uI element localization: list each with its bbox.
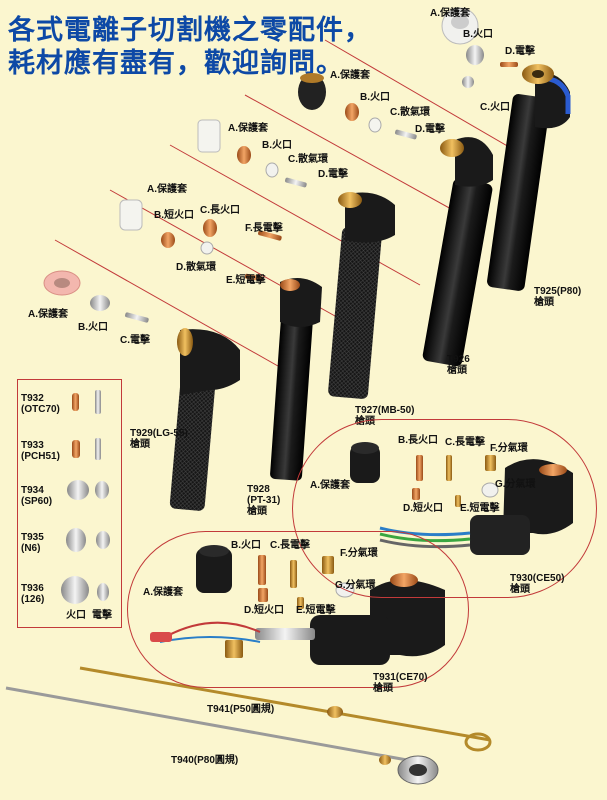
tips-artwork — [61, 390, 110, 604]
t929-part-c-label: C.電擊 — [120, 335, 150, 346]
t930-part-g-label: G.分氣環 — [495, 479, 536, 490]
t930-part-e-label: E.短電擊 — [460, 503, 500, 514]
t926-part-a-label: A.保護套 — [330, 70, 370, 81]
t926-part-d-label: D.電擊 — [415, 124, 445, 135]
t941-label: T941(P50圓規) — [207, 704, 275, 715]
headline-line-1: 各式電離子切割機之零配件， — [8, 15, 372, 46]
t928-part-a-label: A.保護套 — [147, 184, 187, 195]
tip-row-t933: T933(PCH51) — [21, 440, 60, 462]
t927-part-a-label: A.保護套 — [228, 123, 268, 134]
t931-part-c-label: C.長電擊 — [270, 540, 310, 551]
t930-model-label: T930(CE50) 槍頭 — [510, 573, 565, 595]
t928-part-c-label: C.長火口 — [200, 205, 240, 216]
t928-part-e-label: E.短電擊 — [226, 275, 266, 286]
t925-model-label: T925(P80) 槍頭 — [534, 286, 582, 308]
t930-part-c-label: C.長電擊 — [445, 437, 485, 448]
tips-box — [17, 379, 122, 628]
t931-part-f-label: F.分氣環 — [340, 548, 378, 559]
t931-model-label: T931(CE70) 槍頭 — [373, 672, 428, 694]
t929-torch — [169, 328, 240, 511]
t930-part-d-label: D.短火口 — [403, 503, 443, 514]
t931-part-a-label: A.保護套 — [143, 587, 183, 598]
t928-part-b-label: B.短火口 — [154, 210, 194, 221]
t928-torch — [270, 278, 322, 481]
t930-part-f-label: F.分氣環 — [490, 443, 528, 454]
t927-part-b-label: B.火口 — [262, 140, 292, 151]
tips-footer-electrode: 電擊 — [92, 610, 112, 621]
t931-part-d-label: D.短火口 — [244, 605, 284, 616]
tip-row-t936: T936(126) — [21, 583, 45, 605]
t925-part-d-label: D.電擊 — [505, 46, 535, 57]
t928-part-d-label: D.散氣環 — [176, 262, 216, 273]
t930-part-a-label: A.保護套 — [310, 480, 350, 491]
tip-row-t932: T932(OTC70) — [21, 393, 60, 415]
t926-part-c-label: C.散氣環 — [390, 107, 430, 118]
t940-label: T940(P80圓規) — [171, 755, 239, 766]
t928-part-f-label: F.長電擊 — [245, 223, 283, 234]
t929-part-b-label: B.火口 — [78, 322, 108, 333]
t929-model-label: T929(LG-55) 槍頭 — [130, 428, 188, 450]
t931-part-b-label: B.火口 — [231, 540, 261, 551]
t926-part-b-label: B.火口 — [360, 92, 390, 103]
t925-torch — [487, 64, 571, 291]
t925-part-c-label: C.火口 — [480, 102, 510, 113]
t930-part-b-label: B.長火口 — [398, 435, 438, 446]
t928-model-label: T928 (PT-31) 槍頭 — [247, 484, 281, 517]
t927-part-c-label: C.散氣環 — [288, 154, 328, 165]
t931-part-e-label: E.短電擊 — [296, 605, 336, 616]
t927-torch — [328, 192, 395, 399]
t926-torch — [422, 137, 493, 367]
t925-part-a-label: A.保護套 — [430, 8, 470, 19]
tips-footer-nozzle: 火口 — [66, 610, 86, 621]
circle-guides — [5, 666, 492, 785]
t927-part-d-label: D.電擊 — [318, 169, 348, 180]
tip-row-t934: T934(SP60) — [21, 485, 53, 507]
t931-box — [127, 531, 469, 688]
t931-part-g-label: G.分氣環 — [335, 580, 376, 591]
t929-part-a-label: A.保護套 — [28, 309, 68, 320]
headline-line-2: 耗材應有盡有，歡迎詢問。 — [8, 48, 344, 79]
tip-row-t935: T935(N6) — [21, 532, 44, 554]
t926-model-label: T926 槍頭 — [447, 354, 470, 376]
t925-part-b-label: B.火口 — [463, 29, 493, 40]
